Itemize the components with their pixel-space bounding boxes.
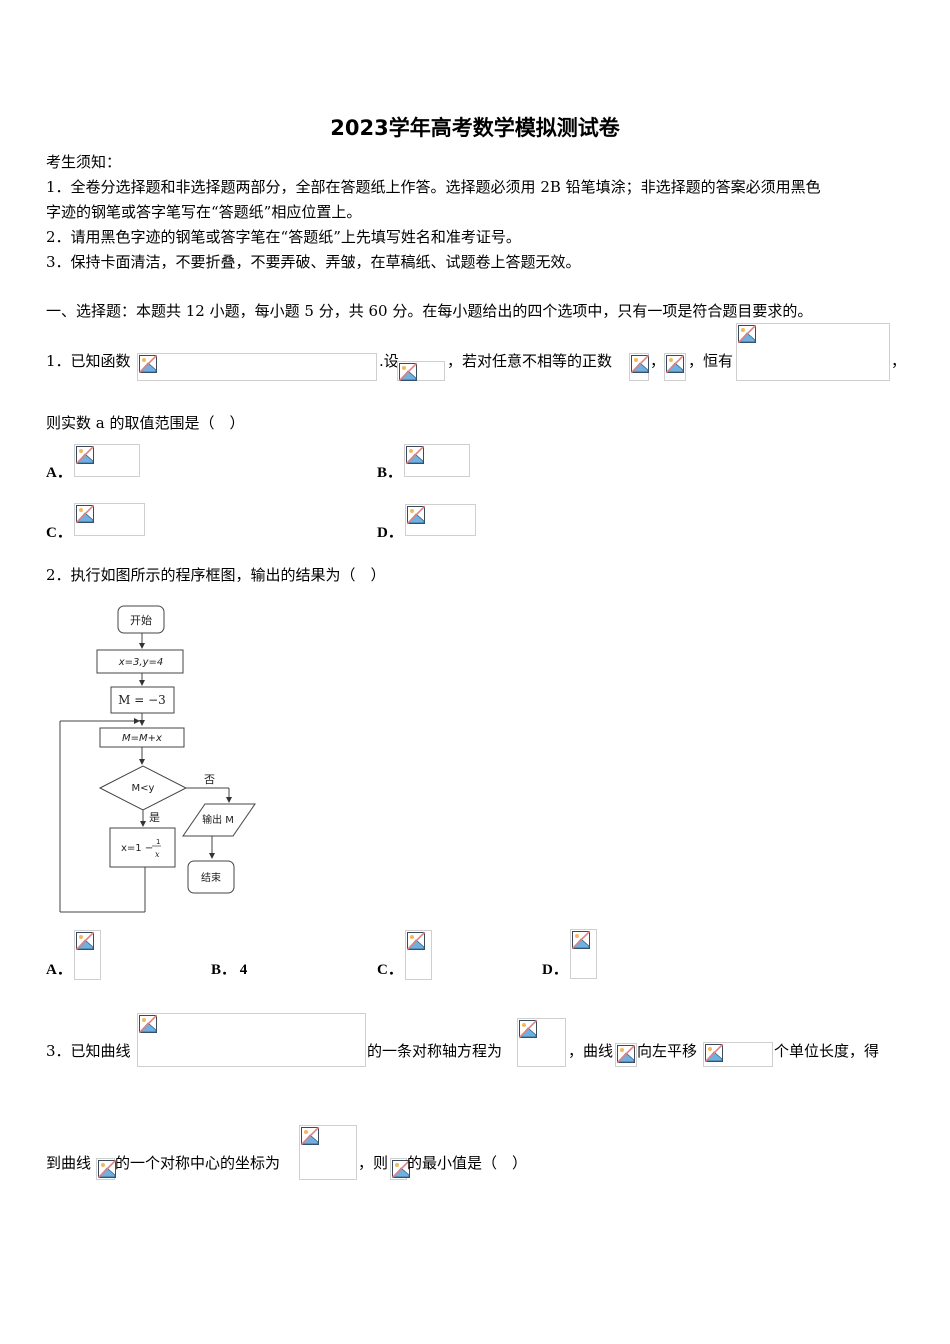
- q2-stem: 2．执行如图所示的程序框图，输出的结果为（ ）: [46, 566, 386, 584]
- formula-image: [397, 361, 445, 381]
- formula-image: [736, 323, 890, 381]
- q1-text-3: ，若对任意不相等的正数: [447, 352, 613, 370]
- flow-x-num: 1: [156, 838, 160, 846]
- broken-image-icon: [519, 1020, 537, 1038]
- broken-image-icon: [98, 1160, 116, 1178]
- q3-text-4: 向左平移: [637, 1042, 698, 1060]
- q3-line2-text-1: 到曲线: [46, 1154, 92, 1172]
- flow-start: 开始: [130, 613, 152, 627]
- flow-condition: M<y: [132, 783, 155, 794]
- q1-text-5: ，恒有: [688, 352, 734, 370]
- broken-image-icon: [407, 932, 425, 950]
- flow-x-den: x: [155, 850, 160, 859]
- broken-image-icon: [617, 1045, 635, 1063]
- q2-option-a-image: [74, 930, 101, 980]
- q1-text-2: .设: [379, 352, 399, 370]
- q3-line2-text-2: 的一个对称中心的坐标为: [115, 1154, 281, 1172]
- broken-image-icon: [631, 355, 649, 373]
- option-b-image: [404, 444, 470, 477]
- broken-image-icon: [399, 363, 417, 381]
- q1-text-4: ，: [650, 352, 666, 370]
- option-a-image: [74, 444, 140, 477]
- q1-text-1: 1．已知函数: [46, 352, 131, 370]
- notice-item: 1．全卷分选择题和非选择题两部分，全部在答题纸上作答。选择题必须用 2B 铅笔填…: [46, 178, 821, 196]
- broken-image-icon: [705, 1044, 723, 1062]
- formula-image: [299, 1125, 357, 1180]
- q2-option-c-image: [405, 930, 432, 980]
- option-b-label: B．: [377, 465, 403, 481]
- broken-image-icon: [406, 446, 424, 464]
- formula-image: [615, 1043, 637, 1067]
- q1-line2: 则实数 a 的取值范围是（ ）: [46, 414, 245, 432]
- flow-m-init: M = −3: [118, 693, 166, 707]
- formula-image: [629, 353, 649, 381]
- broken-image-icon: [76, 932, 94, 950]
- broken-image-icon: [139, 1015, 157, 1033]
- flow-init: x=3,y=4: [118, 657, 164, 668]
- broken-image-icon: [301, 1127, 319, 1145]
- broken-image-icon: [76, 505, 94, 523]
- section-heading: 一、选择题：本题共 12 小题，每小题 5 分，共 60 分。在每小题给出的四个…: [46, 302, 813, 320]
- q3-text-3: ，曲线: [568, 1042, 614, 1060]
- notice-item: 2．请用黑色字迹的钢笔或答字笔在“答题纸”上先填写姓名和准考证号。: [46, 228, 521, 246]
- flow-x-update: x=1 −: [121, 843, 153, 854]
- option-c-image: [74, 503, 145, 536]
- notice-item: 3．保持卡面清洁，不要折叠，不要弄破、弄皱，在草稿纸、试题卷上答题无效。: [46, 253, 581, 271]
- q3-text-5: 个单位长度，得: [774, 1042, 880, 1060]
- q2-option-a-label: A．: [46, 962, 72, 978]
- option-d-label: D．: [377, 525, 403, 541]
- broken-image-icon: [572, 931, 590, 949]
- flow-yes-label: 是: [149, 811, 160, 824]
- formula-image: [517, 1018, 566, 1067]
- q3-text-2: 的一条对称轴方程为: [367, 1042, 503, 1060]
- notice-item: 字迹的钢笔或答字笔写在“答题纸”相应位置上。: [46, 203, 362, 221]
- flow-update: M=M+x: [122, 733, 162, 744]
- broken-image-icon: [76, 446, 94, 464]
- q2-option-b: B． 4: [211, 962, 248, 978]
- option-d-image: [405, 504, 476, 536]
- q2-option-d-label: D．: [542, 962, 568, 978]
- notice-heading: 考生须知：: [46, 153, 122, 171]
- q2-option-c-label: C．: [377, 962, 403, 978]
- q3-line2-text-3: ，则: [358, 1154, 389, 1172]
- page-title: 2023学年高考数学模拟测试卷: [330, 116, 620, 140]
- flow-end: 结束: [201, 871, 221, 884]
- flow-output: 输出 M: [202, 813, 234, 826]
- formula-image: [137, 353, 377, 381]
- formula-image: [703, 1042, 773, 1067]
- option-c-label: C．: [46, 525, 72, 541]
- option-a-label: A．: [46, 465, 72, 481]
- formula-image: [96, 1158, 115, 1180]
- broken-image-icon: [139, 355, 157, 373]
- formula-image: [664, 353, 686, 381]
- formula-image: [137, 1013, 366, 1067]
- q2-option-d-image: [570, 929, 597, 979]
- q3-line2-text-4: 的最小值是（ ）: [407, 1154, 528, 1172]
- broken-image-icon: [666, 355, 684, 373]
- broken-image-icon: [738, 325, 756, 343]
- broken-image-icon: [407, 506, 425, 524]
- q3-text-1: 3．已知曲线: [46, 1042, 131, 1060]
- formula-image: [390, 1158, 407, 1180]
- flow-no-label: 否: [204, 773, 215, 786]
- flowchart: 开始 x=3,y=4 M = −3 M=M+x M<y 否 是 输出 M 结束 …: [59, 605, 256, 913]
- q1-text-6: ，: [891, 352, 907, 370]
